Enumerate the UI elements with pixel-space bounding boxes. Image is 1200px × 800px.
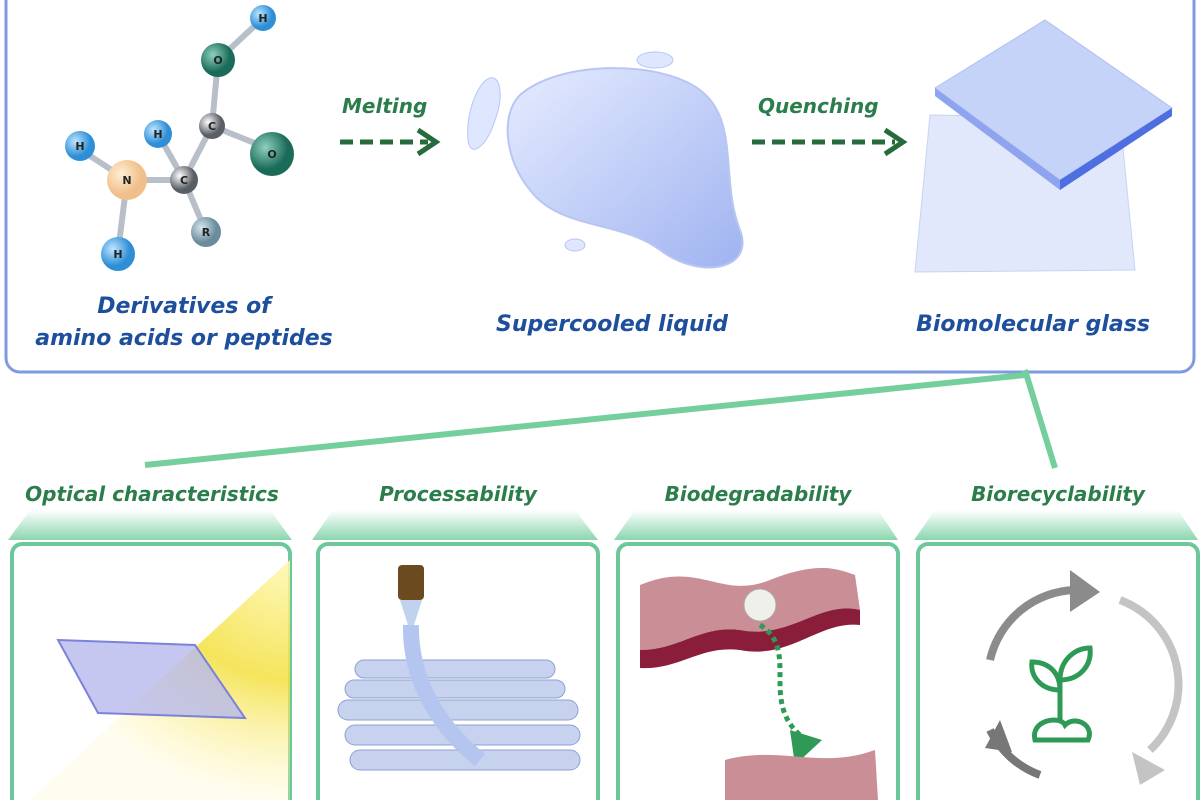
svg-text:H: H	[113, 248, 122, 261]
atom-c	[170, 166, 198, 194]
atoms: H O C O H N C R H H	[65, 5, 294, 271]
property-biorecyclability: Biorecyclability	[914, 482, 1200, 800]
svg-text:Quenching: Quenching	[758, 94, 879, 118]
plant-icon	[1029, 645, 1093, 743]
amino-acid-molecule	[76, 15, 274, 253]
svg-text:R: R	[202, 226, 211, 239]
atom-h	[65, 131, 95, 161]
svg-text:Melting: Melting	[342, 94, 427, 118]
atom-o	[250, 132, 294, 176]
top-frame	[4, 0, 1196, 374]
atom-h	[101, 237, 135, 271]
supercooled-liquid-drop	[467, 51, 744, 269]
svg-text:N: N	[122, 174, 131, 187]
svg-text:H: H	[258, 12, 267, 25]
atom-h	[250, 5, 276, 31]
atom-n	[107, 160, 147, 200]
atom-r	[191, 217, 221, 247]
svg-text:C: C	[180, 174, 188, 187]
recycle-arrows-icon	[985, 570, 1183, 785]
svg-text:O: O	[267, 148, 276, 161]
svg-text:O: O	[213, 54, 222, 67]
atom-h	[144, 120, 172, 148]
svg-text:H: H	[75, 140, 84, 153]
caption-derivatives: Derivatives of	[97, 294, 273, 319]
svg-text:Biorecyclability: Biorecyclability	[971, 482, 1146, 506]
svg-text:Processability: Processability	[379, 482, 538, 506]
melting-arrow: Melting	[340, 94, 441, 157]
svg-text:C: C	[208, 120, 216, 133]
connector-lines	[144, 369, 1058, 469]
biomolecular-glass-sheet	[914, 19, 1173, 273]
property-biodegradability: Biodegradability	[614, 482, 900, 800]
property-optical: Optical characteristics	[8, 482, 292, 800]
caption-amino-acids: amino acids or peptides	[35, 326, 333, 351]
atom-c	[199, 113, 225, 139]
property-processability: Processability	[312, 482, 600, 800]
caption-supercooled-liquid: Supercooled liquid	[496, 312, 728, 337]
svg-text:H: H	[153, 128, 162, 141]
quenching-arrow: Quenching	[752, 94, 908, 157]
svg-text:Optical characteristics: Optical characteristics	[25, 482, 279, 506]
svg-text:Biodegradability: Biodegradability	[665, 482, 853, 506]
atom-o	[201, 43, 235, 77]
caption-biomolecular-glass: Biomolecular glass	[916, 312, 1150, 337]
